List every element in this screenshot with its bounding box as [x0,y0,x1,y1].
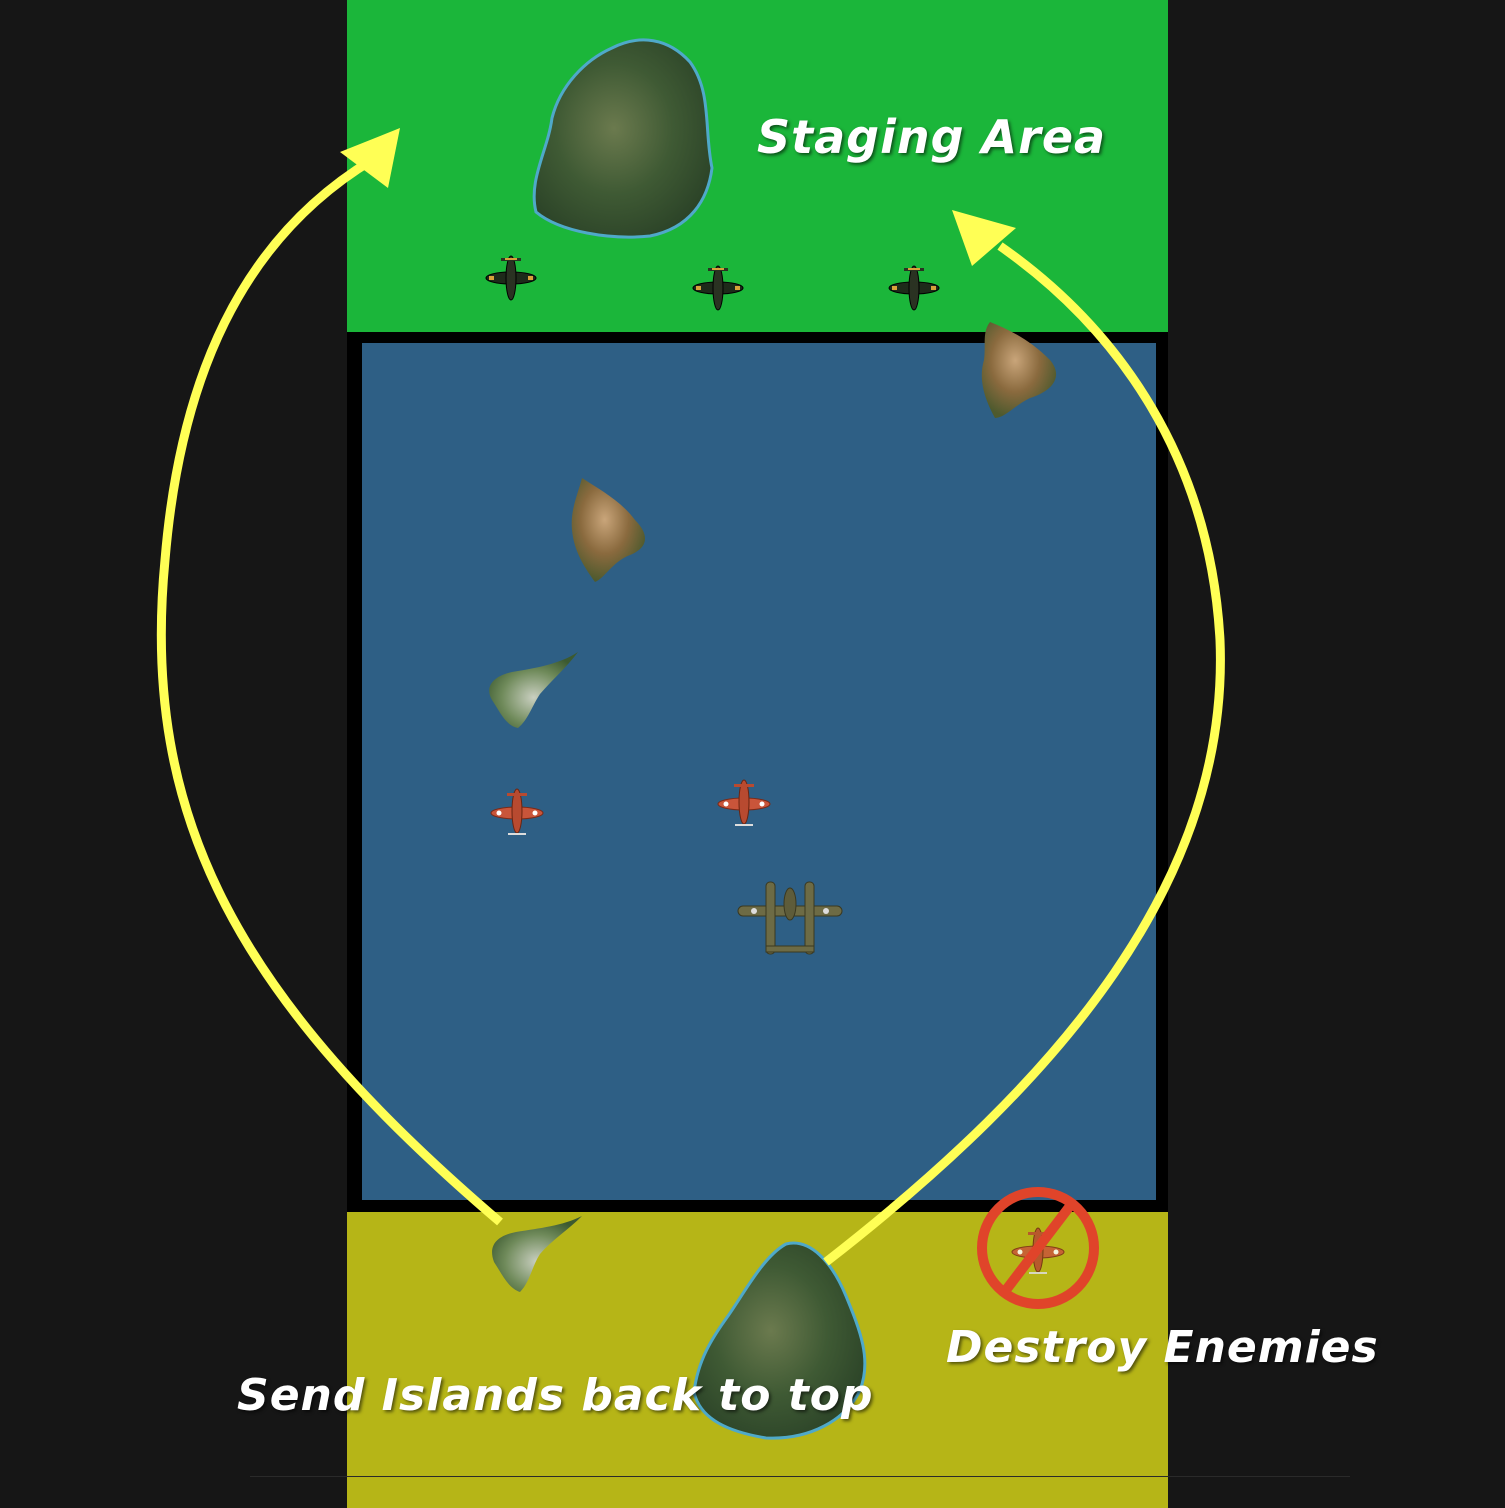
enemy-plane-icon [717,779,771,827]
staging-area [347,0,1168,332]
island-icon [532,38,714,239]
staged-plane-icon [485,255,537,301]
enemy-plane-icon [490,788,544,836]
arrow-icon [823,210,1225,1266]
no-symbol-icon [977,1187,1099,1309]
island-icon [981,322,1057,418]
divider [250,1476,1350,1477]
player-plane-icon [737,881,843,955]
island-icon [692,1241,867,1440]
island-icon [492,1216,582,1292]
ocean-play-area [362,343,1156,1200]
destroy-enemies-label: Destroy Enemies [946,1322,1379,1373]
arrow-icon [156,128,503,1226]
island-icon [489,652,578,728]
staged-plane-icon [692,265,744,311]
send-islands-label: Send Islands back to top [237,1370,874,1421]
staging-area-label: Staging Area [757,110,1107,164]
staged-plane-icon [888,265,940,311]
island-icon [571,478,646,582]
